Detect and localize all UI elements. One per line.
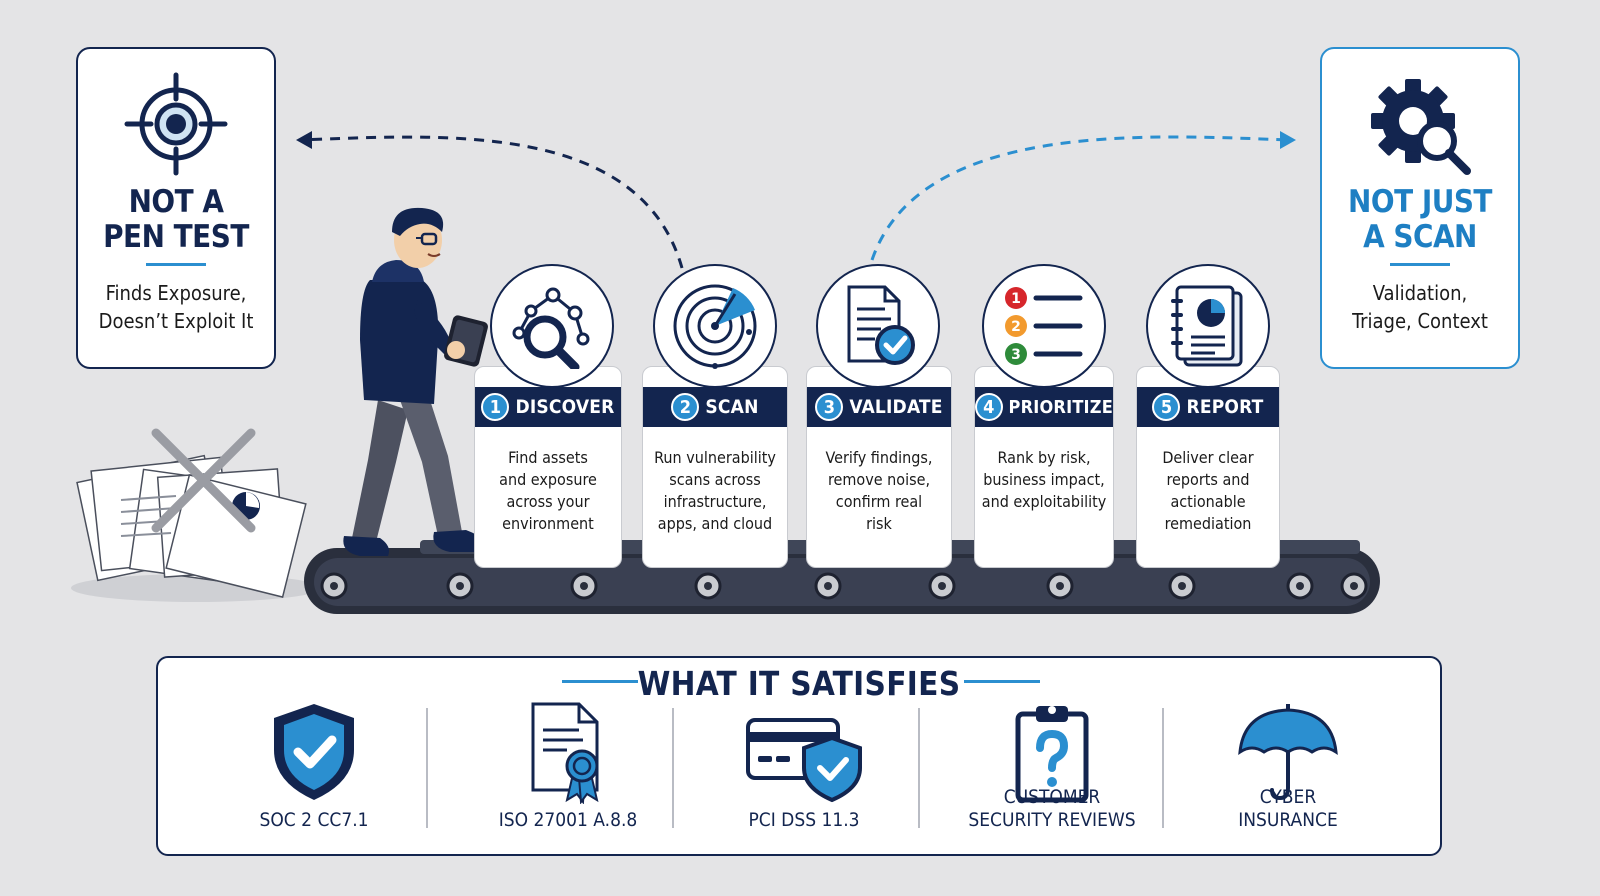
standard-pci-dss: PCI DSS 11.3 <box>684 688 924 848</box>
card-rule <box>146 263 206 266</box>
step-header: 3 VALIDATE <box>807 387 951 427</box>
step-icon-circle <box>653 264 777 388</box>
panel-title: WHAT IT SATISFIES <box>637 664 961 703</box>
radar-icon <box>673 284 757 369</box>
report-notebook-icon <box>1171 285 1243 367</box>
step-description: Rank by risk,business impact,and exploit… <box>981 448 1107 511</box>
gear-magnifier-icon <box>1371 79 1471 175</box>
person-with-tablet-illustration <box>343 207 491 556</box>
step-number: 5 <box>1152 393 1181 421</box>
not-just-scan-card: NOT JUST A SCAN Validation, Triage, Cont… <box>1320 47 1520 369</box>
step-icon-circle <box>1146 264 1270 388</box>
rank-1: 1 <box>1011 291 1021 307</box>
divider <box>672 708 674 828</box>
step-number: 1 <box>481 393 510 421</box>
card-subtitle: Finds Exposure, Doesn’t Exploit It <box>98 281 254 333</box>
network-magnifier-icon <box>512 287 590 369</box>
target-icon <box>124 72 228 176</box>
step-label: PRIORITIZE <box>1008 396 1113 418</box>
umbrella-icon <box>1238 704 1338 801</box>
card-shield-icon <box>746 718 862 803</box>
step-number: 3 <box>815 393 844 421</box>
divider <box>1162 708 1164 828</box>
step-number: 4 <box>975 393 1003 421</box>
title-rule-left <box>562 680 638 683</box>
step-icon-circle <box>490 264 614 388</box>
step-card-validate: 3 VALIDATE Verify findings,remove noise,… <box>806 366 952 568</box>
rank-2: 2 <box>1011 319 1021 335</box>
step-header: 5 REPORT <box>1137 387 1279 427</box>
standard-label: PCI DSS 11.3 <box>748 809 860 831</box>
step-header: 1 DISCOVER <box>475 387 621 427</box>
clipboard-question-icon <box>1015 706 1089 803</box>
card-title: NOT A PEN TEST <box>103 184 249 255</box>
shield-check-icon <box>274 704 354 800</box>
divider <box>426 708 428 828</box>
step-label: REPORT <box>1186 396 1264 418</box>
document-check-icon <box>847 285 915 365</box>
right-arrowhead <box>1280 131 1296 149</box>
card-title: NOT JUST A SCAN <box>1348 184 1492 255</box>
what-it-satisfies-panel: WHAT IT SATISFIES SOC 2 CC7.1 ISO 27001 … <box>156 656 1442 856</box>
title-rule-right <box>964 680 1040 683</box>
standard-soc2: SOC 2 CC7.1 <box>194 688 434 848</box>
step-label: SCAN <box>705 396 759 418</box>
step-header: 4 PRIORITIZE <box>975 387 1113 427</box>
rank-3: 3 <box>1011 347 1021 363</box>
step-description: Verify findings,remove noise,confirm rea… <box>825 448 933 533</box>
step-icon-circle <box>816 264 940 388</box>
standard-iso27001: ISO 27001 A.8.8 <box>448 688 688 848</box>
right-dashed-arrow <box>870 135 1291 261</box>
step-label: VALIDATE <box>849 396 943 418</box>
step-header: 2 SCAN <box>643 387 787 427</box>
card-subtitle: Validation, Triage, Context <box>1352 281 1488 333</box>
step-number: 2 <box>671 393 700 421</box>
ranked-list-icon: 1 2 3 <box>1005 287 1083 365</box>
step-card-prioritize: 4 PRIORITIZE Rank by risk,business impac… <box>974 366 1114 568</box>
step-icon-circle: 1 2 3 <box>982 264 1106 388</box>
divider <box>918 708 920 828</box>
not-pen-test-card: NOT A PEN TEST Finds Exposure, Doesn’t E… <box>76 47 276 369</box>
left-dashed-arrow <box>299 135 684 269</box>
standard-label: SOC 2 CC7.1 <box>259 809 369 831</box>
certificate-icon <box>531 702 599 804</box>
step-label: DISCOVER <box>515 396 615 418</box>
left-arrowhead <box>296 131 312 149</box>
card-rule <box>1390 263 1450 266</box>
crossed-out-papers-illustration <box>71 428 321 602</box>
standard-label: ISO 27001 A.8.8 <box>498 809 638 831</box>
